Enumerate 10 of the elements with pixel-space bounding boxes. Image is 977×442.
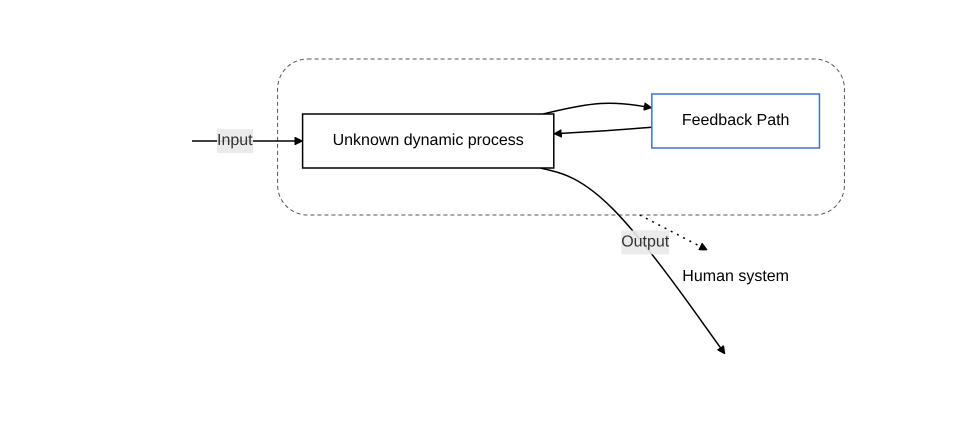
arrow xyxy=(540,166,726,354)
node-box: Unknown dynamic process xyxy=(302,112,555,168)
arrow xyxy=(543,102,652,114)
cluster xyxy=(277,58,846,215)
edge-label: Input xyxy=(217,132,253,148)
arrow xyxy=(554,126,652,138)
edge-label: Output xyxy=(621,232,670,250)
arrow xyxy=(640,214,708,250)
node-text: Human system xyxy=(682,268,790,284)
node-box: Feedback Path xyxy=(651,92,820,148)
